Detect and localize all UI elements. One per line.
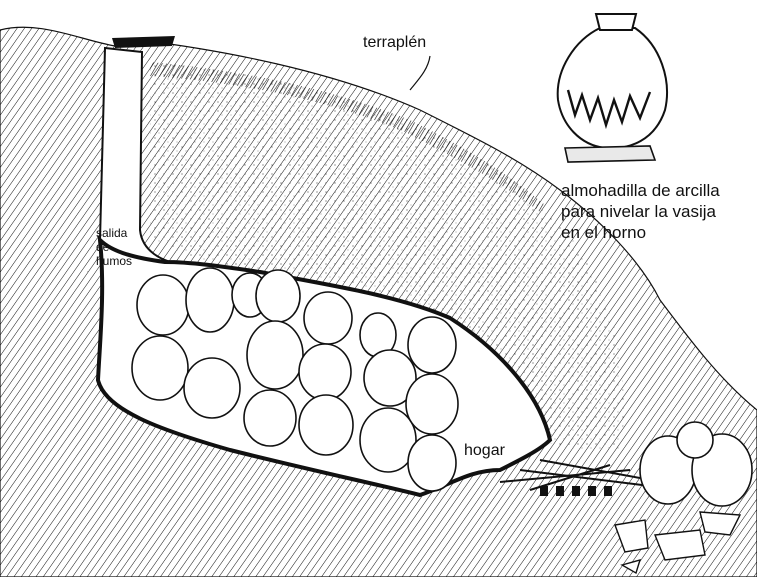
clay-pad-caption: almohadilla de arcilla para nivelar la v… [561, 180, 757, 243]
clay-pad-caption-line-3: en el horno [561, 222, 757, 243]
pot [408, 435, 456, 491]
clay-pad-caption-line-2: para nivelar la vasija [561, 201, 757, 222]
vessel-body [558, 28, 667, 148]
pot [247, 321, 303, 389]
smoke-outlet-label-line-3: humos [96, 254, 132, 268]
pot [677, 422, 713, 458]
clay-leveling-pad [565, 146, 655, 162]
pot [299, 395, 353, 455]
pot [244, 390, 296, 446]
pot [299, 344, 351, 400]
terraplen-pointer [410, 56, 430, 90]
smoke-outlet-label-line-1: salida [96, 226, 132, 240]
vessel-neck [596, 14, 636, 30]
inset-vessel [558, 14, 667, 162]
pot [304, 292, 352, 344]
pot [186, 268, 234, 332]
pot [132, 336, 188, 400]
clay-pad-caption-line-1: almohadilla de arcilla [561, 180, 757, 201]
pot [184, 358, 240, 418]
flue-cap [112, 36, 175, 48]
terraplen-label: terraplén [363, 34, 426, 52]
smoke-outlet-label-line-2: de [96, 240, 132, 254]
pot [408, 317, 456, 373]
hearth-label: hogar [464, 442, 505, 460]
smoke-outlet-label: salida de humos [96, 226, 132, 268]
pot [256, 270, 300, 322]
pot [406, 374, 458, 434]
pot [137, 275, 189, 335]
